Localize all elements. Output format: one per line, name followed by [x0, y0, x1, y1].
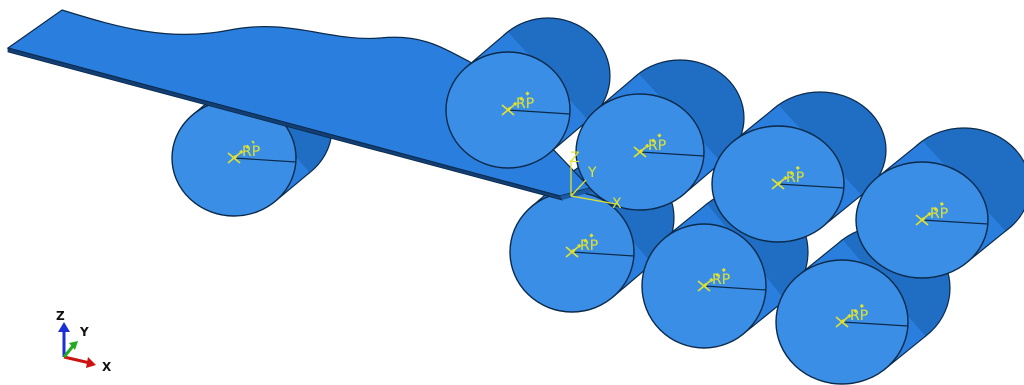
rp-label: RP — [786, 170, 804, 186]
triad-z-arrow-icon — [58, 322, 70, 332]
rp-marker-icon — [227, 152, 241, 164]
triad-x-label: X — [102, 360, 112, 374]
rp-marker-icon — [915, 214, 929, 226]
rp-marker-icon — [501, 104, 515, 116]
rp-marker-icon — [565, 246, 579, 258]
roller-upper-1[interactable]: RP — [445, 17, 611, 169]
roller-upper-3[interactable]: RP — [711, 91, 887, 243]
rp-label: RP — [580, 238, 598, 254]
local-csys: Z Y X — [570, 150, 622, 212]
rp-marker-icon — [697, 280, 711, 292]
triad-z-label: Z — [56, 309, 65, 323]
metal-sheet[interactable] — [6, 9, 592, 201]
rp-label: RP — [648, 138, 666, 154]
triad-y-label: Y — [79, 325, 89, 339]
rp-label: RP — [242, 144, 260, 160]
local-csys-y-label: Y — [587, 165, 597, 181]
rp-marker-icon — [771, 178, 785, 190]
view-triad[interactable]: Z Y X — [56, 309, 112, 374]
rp-label: RP — [850, 308, 868, 324]
rp-marker-icon — [633, 146, 647, 158]
rp-label: RP — [516, 96, 534, 112]
triad-x-arrow-icon — [86, 357, 96, 368]
roller-upper-2[interactable]: RP — [575, 59, 745, 211]
local-csys-x-label: X — [612, 196, 622, 212]
rp-label: RP — [712, 272, 730, 288]
roller-upper-4[interactable]: RP — [855, 127, 1024, 279]
rp-marker-icon — [835, 316, 849, 328]
triad-y-arrow-icon — [69, 341, 78, 350]
rp-label: RP — [930, 206, 948, 222]
local-csys-z-label: Z — [570, 150, 580, 166]
